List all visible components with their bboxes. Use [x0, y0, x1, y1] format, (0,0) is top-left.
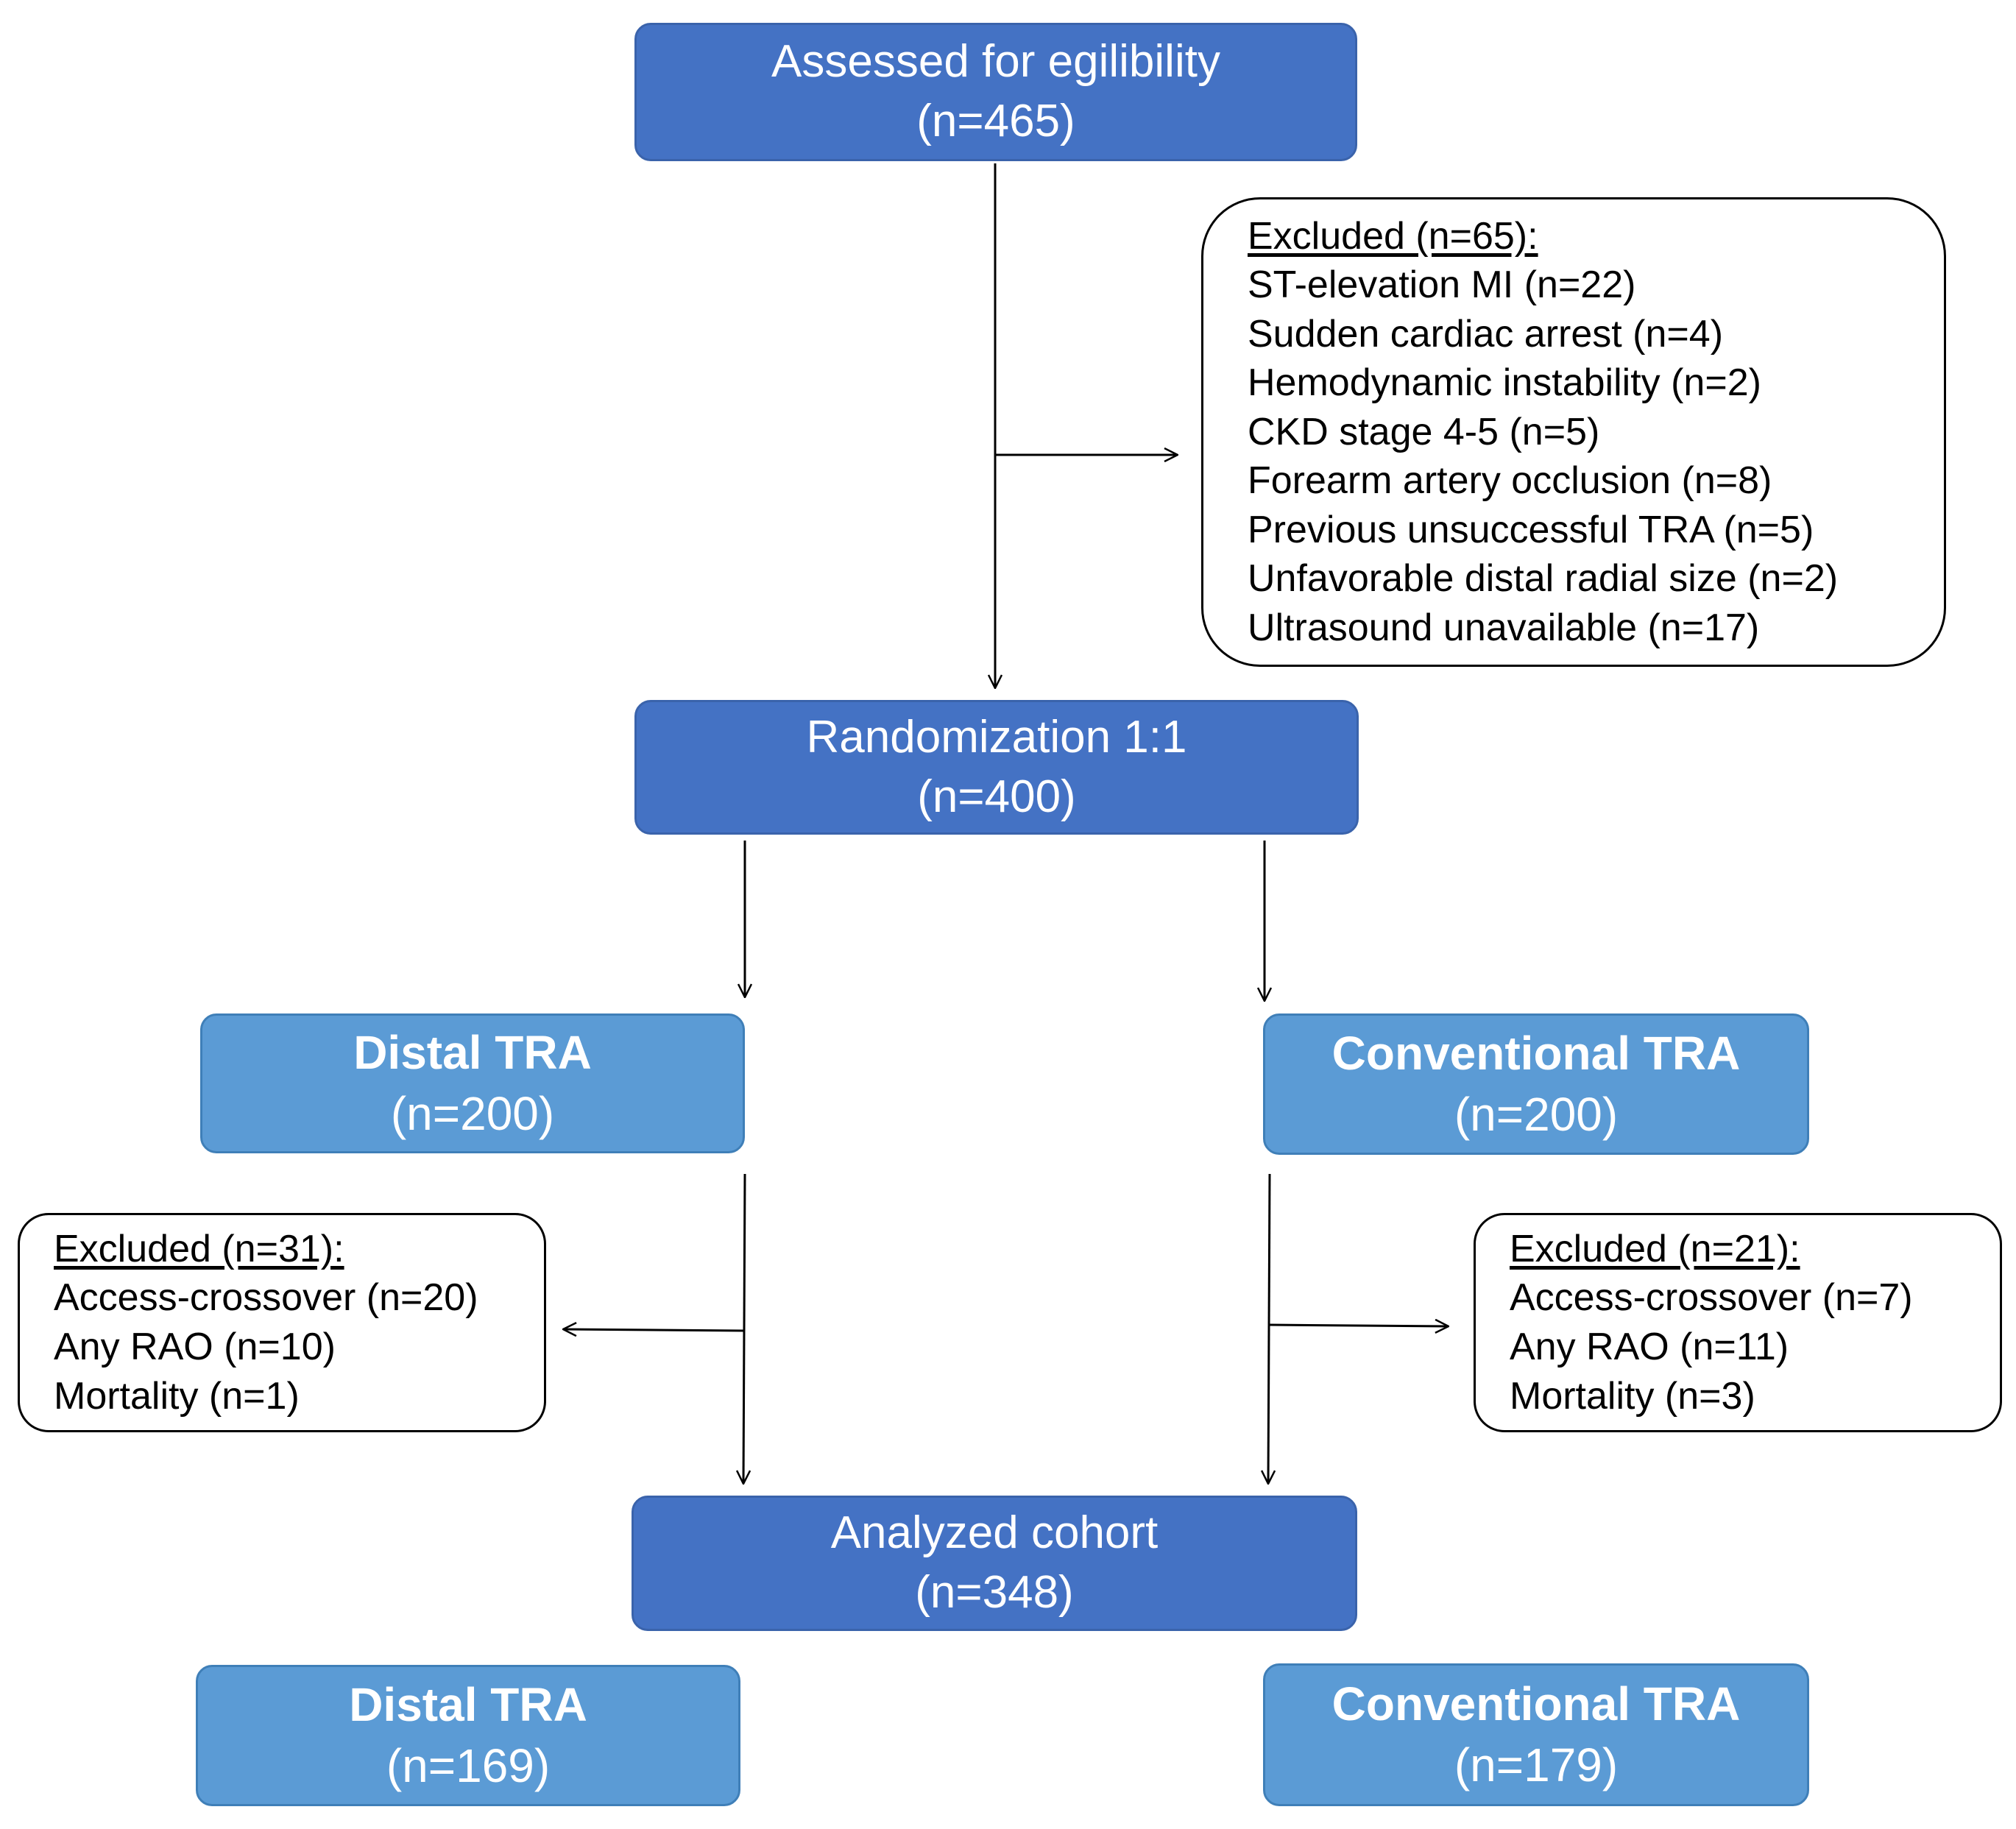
- excluded-main-item: Ultrasound unavailable (n=17): [1248, 606, 1760, 649]
- excluded-distal-item: Mortality (n=1): [54, 1374, 300, 1418]
- distal-analyzed-box: Distal TRA (n=169): [196, 1665, 740, 1806]
- randomization-label: Randomization 1:1: [806, 711, 1187, 763]
- excluded-main-item: Forearm artery occlusion (n=8): [1248, 459, 1772, 503]
- conventional-randomized-count: (n=200): [1454, 1088, 1619, 1141]
- assessed-box: Assessed for egilibility (n=465): [634, 23, 1357, 161]
- excluded-distal-box: Excluded (n=31): Access-crossover (n=20)…: [18, 1213, 546, 1432]
- distal-analyzed-label: Distal TRA: [349, 1677, 587, 1731]
- analyzed-count: (n=348): [915, 1567, 1074, 1618]
- excluded-conventional-header: Excluded (n=21):: [1510, 1227, 1800, 1270]
- excluded-main-item: Unfavorable distal radial size (n=2): [1248, 557, 1839, 601]
- arrow-to-excluded-distal: [563, 1329, 745, 1331]
- excluded-main-item: Hemodynamic instability (n=2): [1248, 361, 1761, 405]
- excluded-main-item: CKD stage 4-5 (n=5): [1248, 410, 1600, 453]
- conventional-randomized-box: Conventional TRA (n=200): [1263, 1013, 1809, 1155]
- conventional-analyzed-box: Conventional TRA (n=179): [1263, 1663, 1809, 1806]
- analyzed-label: Analyzed cohort: [830, 1507, 1159, 1559]
- excluded-conventional-item: Access-crossover (n=7): [1510, 1276, 1913, 1320]
- assessed-count: (n=465): [916, 96, 1075, 146]
- distal-randomized-count: (n=200): [390, 1087, 555, 1140]
- excluded-conventional-item: Mortality (n=3): [1510, 1374, 1755, 1418]
- arrow-conventional-to-analyzed: [1268, 1173, 1270, 1484]
- excluded-conventional-item: Any RAO (n=11): [1510, 1326, 1789, 1368]
- distal-analyzed-count: (n=169): [386, 1739, 551, 1792]
- excluded-conventional-box: Excluded (n=21): Access-crossover (n=7) …: [1474, 1213, 2002, 1432]
- assessed-label: Assessed for egilibility: [771, 36, 1220, 88]
- distal-randomized-box: Distal TRA (n=200): [200, 1013, 745, 1153]
- arrow-distal-to-analyzed: [743, 1173, 745, 1484]
- analyzed-box: Analyzed cohort (n=348): [632, 1496, 1357, 1631]
- excluded-distal-item: Any RAO (n=10): [54, 1326, 336, 1368]
- randomization-count: (n=400): [917, 771, 1076, 822]
- excluded-main-item: Sudden cardiac arrest (n=4): [1248, 312, 1724, 355]
- distal-randomized-label: Distal TRA: [353, 1025, 592, 1079]
- excluded-main-header: Excluded (n=65):: [1248, 214, 1538, 258]
- excluded-main-item: ST-elevation MI (n=22): [1248, 263, 1636, 307]
- excluded-distal-header: Excluded (n=31):: [54, 1227, 344, 1270]
- arrow-to-excluded-conventional: [1268, 1325, 1449, 1326]
- conventional-analyzed-count: (n=179): [1454, 1738, 1619, 1791]
- conventional-randomized-label: Conventional TRA: [1331, 1026, 1741, 1080]
- randomization-box: Randomization 1:1 (n=400): [634, 700, 1359, 835]
- excluded-distal-item: Access-crossover (n=20): [54, 1276, 478, 1320]
- excluded-main-box: Excluded (n=65): ST-elevation MI (n=22) …: [1201, 197, 1946, 667]
- conventional-analyzed-label: Conventional TRA: [1331, 1677, 1741, 1730]
- excluded-main-item: Previous unsuccessful TRA (n=5): [1248, 508, 1814, 551]
